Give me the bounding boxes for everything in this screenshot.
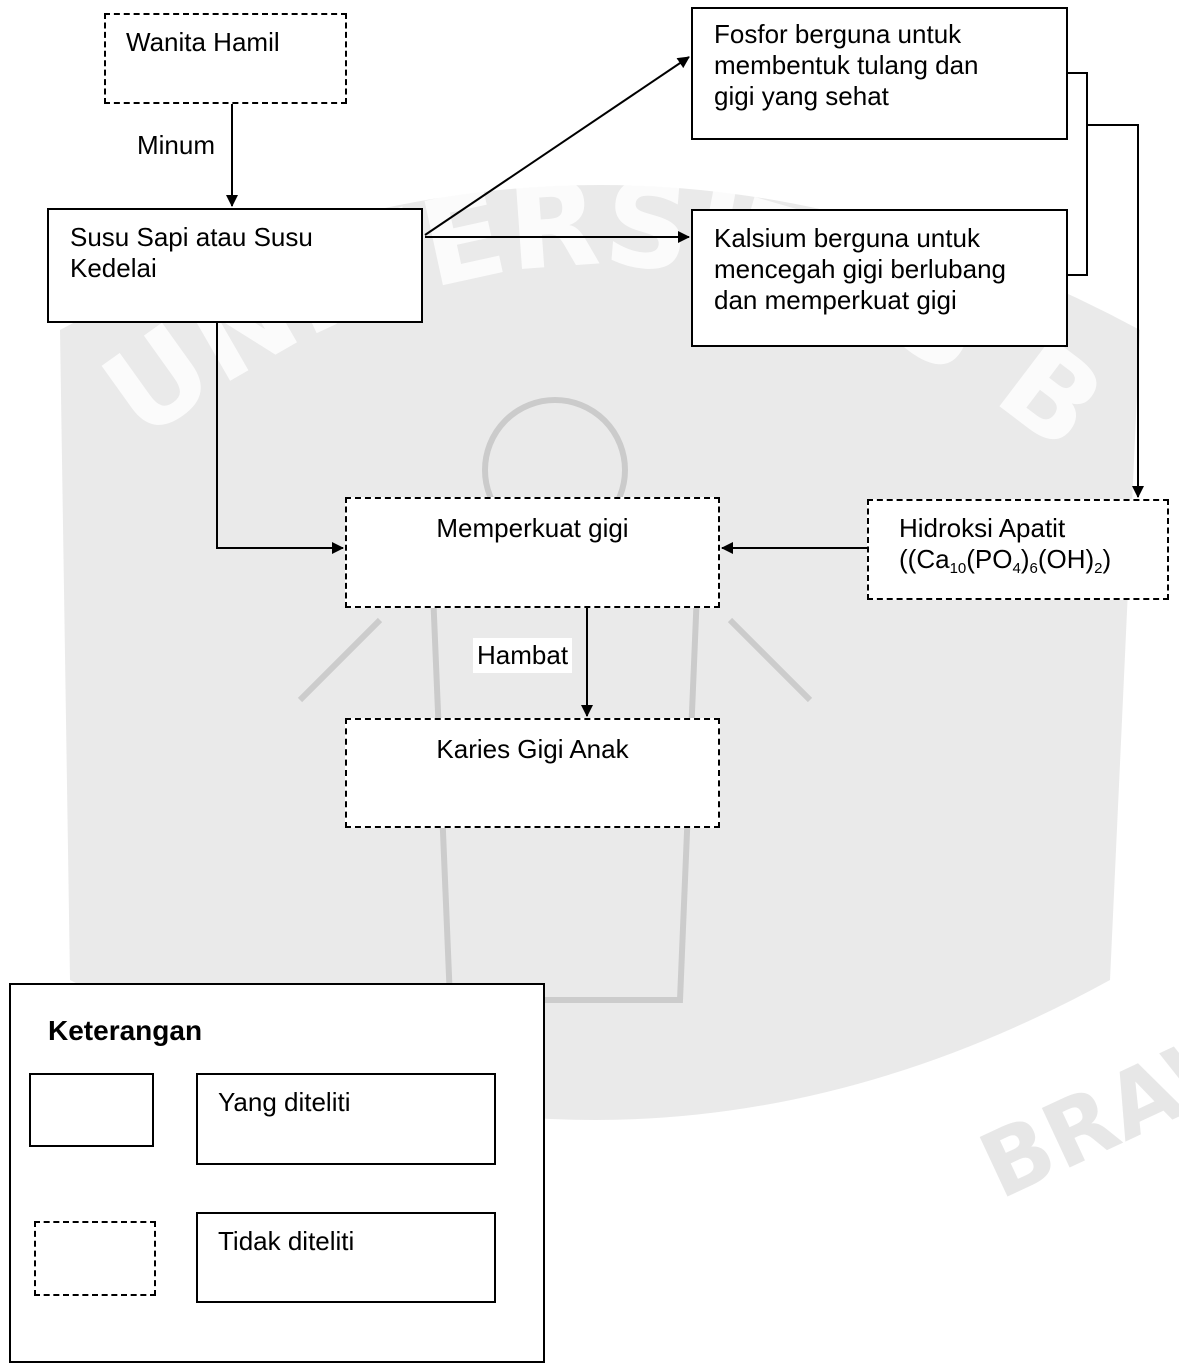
edge-susu-to-fosfor <box>424 56 690 236</box>
node-hidroksi-formula: ((Ca10(PO4)6(OH)2) <box>899 544 1112 577</box>
node-susu-text: Susu Sapi atau Susu Kedelai <box>70 222 313 283</box>
edge-susu-to-memperkuat <box>216 322 344 554</box>
legend-label-dashed: Tidak diteliti <box>196 1212 496 1303</box>
legend-swatch-dashed <box>34 1221 156 1296</box>
node-wanita-hamil-text: Wanita Hamil <box>126 27 280 57</box>
node-karies-gigi-anak-text: Karies Gigi Anak <box>436 734 629 764</box>
edge-bracket-to-hidroksi <box>1087 124 1144 498</box>
node-memperkuat-gigi-text: Memperkuat gigi <box>436 513 629 543</box>
bracket-fosfor-kalsium <box>1068 72 1088 276</box>
node-fosfor-text: Fosfor berguna untuk membentuk tulang da… <box>714 19 979 111</box>
node-fosfor: Fosfor berguna untuk membentuk tulang da… <box>691 7 1068 140</box>
legend-swatch-solid <box>29 1073 154 1147</box>
edge-label-minum: Minum <box>133 128 220 163</box>
node-memperkuat-gigi: Memperkuat gigi <box>345 497 720 608</box>
node-hidroksi-apatit: Hidroksi Apatit ((Ca10(PO4)6(OH)2) <box>867 499 1169 600</box>
edge-label-hambat: Hambat <box>473 638 573 673</box>
legend-title: Keterangan <box>48 1015 203 1046</box>
node-kalsium: Kalsium berguna untuk mencegah gigi berl… <box>691 209 1068 347</box>
legend: Keterangan Yang diteliti Tidak diteliti <box>9 983 545 1363</box>
legend-label-solid: Yang diteliti <box>196 1073 496 1165</box>
node-susu: Susu Sapi atau Susu Kedelai <box>47 208 423 323</box>
node-karies-gigi-anak: Karies Gigi Anak <box>345 718 720 828</box>
node-kalsium-text: Kalsium berguna untuk mencegah gigi berl… <box>714 223 1006 315</box>
node-hidroksi-line1: Hidroksi Apatit <box>899 513 1066 543</box>
node-wanita-hamil: Wanita Hamil <box>104 13 347 104</box>
